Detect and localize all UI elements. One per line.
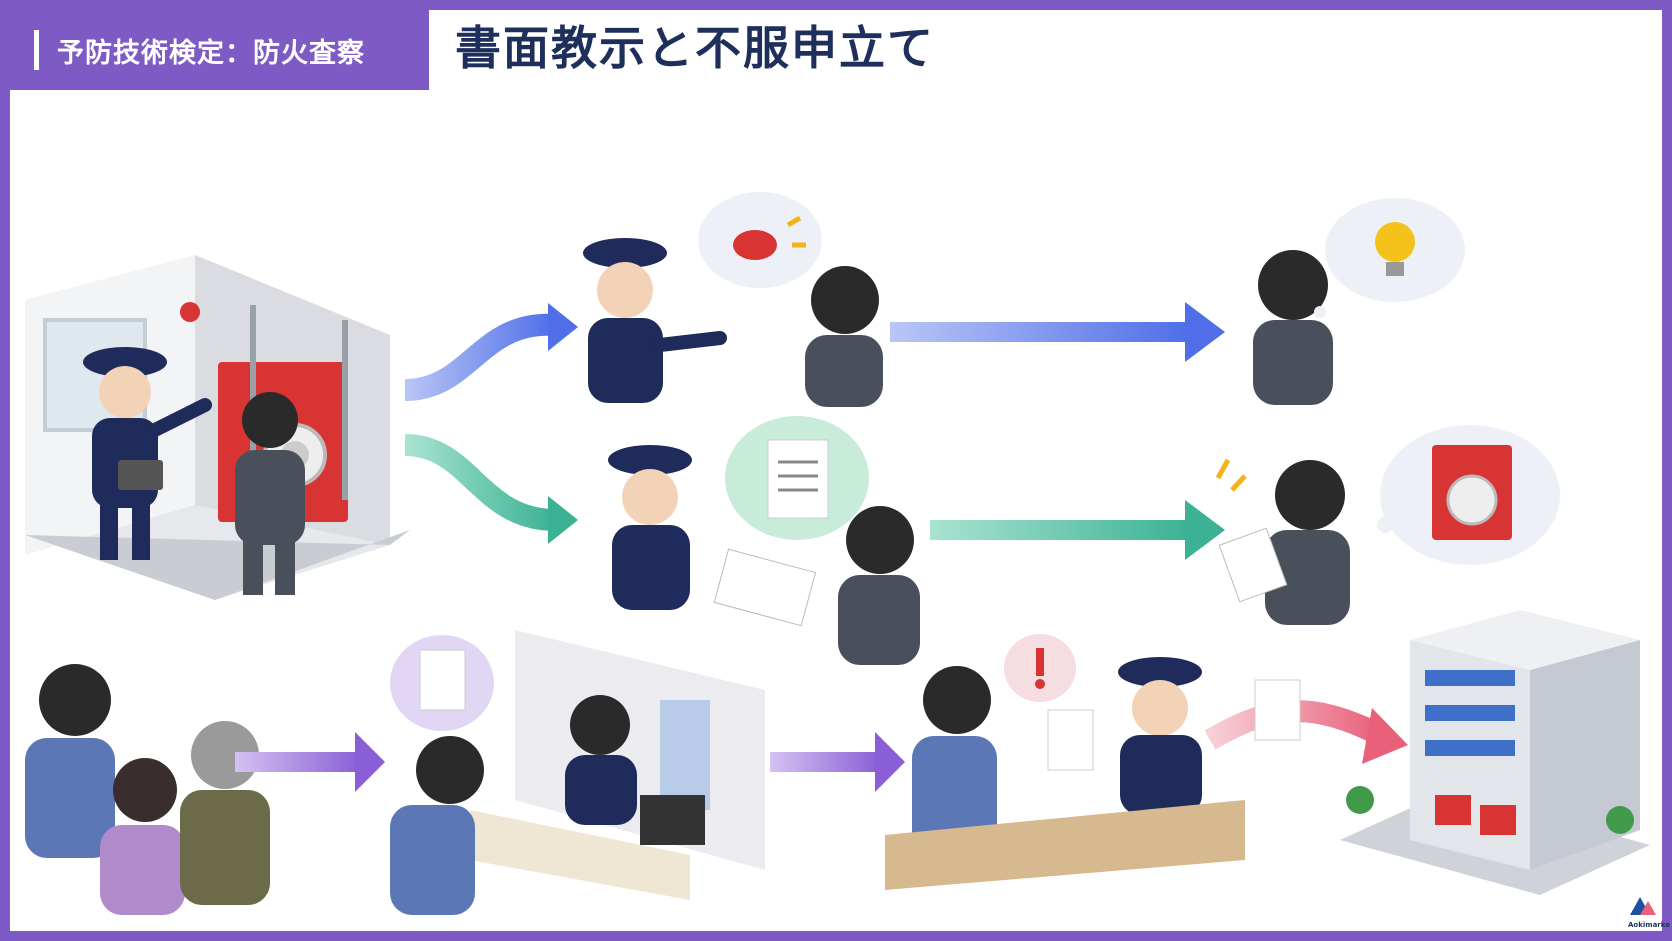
understood-person [1253, 198, 1465, 405]
document-icon [1254, 679, 1301, 741]
page-title: 書面教示と不服申立て [455, 21, 935, 75]
oral-instruction-scene [583, 192, 883, 407]
category-badge: 予防技術検定：防火査察 [10, 10, 429, 90]
arrow-to-oral [404, 313, 556, 401]
category-badge-label: 予防技術検定：防火査察 [57, 37, 365, 69]
reading-person [1215, 425, 1560, 625]
badge-bar [34, 30, 39, 70]
applicants-group [25, 664, 270, 915]
arrow-to-counter [235, 752, 360, 772]
arrow-oral-result [890, 322, 1190, 342]
arrow-to-review [770, 752, 880, 772]
brand-logo: Aokimarke [1628, 895, 1670, 929]
document-icon [767, 439, 829, 519]
counter-scene [390, 630, 765, 915]
fire-station-icon [1340, 610, 1650, 895]
mouth-speech-icon [733, 230, 777, 260]
arrow-written-result [930, 520, 1190, 540]
lightbulb-icon [1375, 222, 1415, 262]
arrow-to-written [404, 434, 556, 531]
logo-icon [1630, 897, 1656, 915]
document-icon [419, 649, 466, 711]
review-scene [885, 634, 1245, 890]
logo-text: Aokimarke [1628, 921, 1670, 929]
inspection-room-icon [25, 255, 410, 600]
written-instruction-scene [608, 416, 920, 665]
alert-icon [1036, 648, 1044, 676]
